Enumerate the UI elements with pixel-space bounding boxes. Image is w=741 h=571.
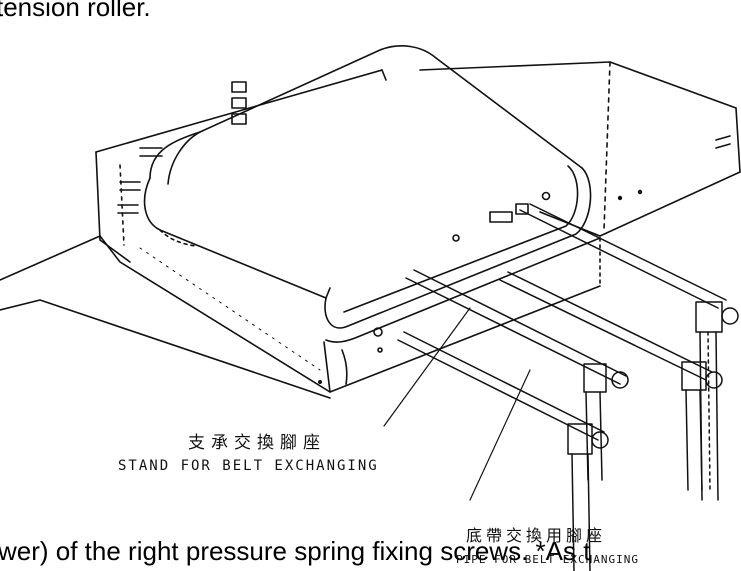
pipe-label-english: PIPE FOR BELT EXCHANGING (456, 553, 639, 566)
left-base-frame (0, 69, 387, 399)
lower-frame (317, 237, 601, 393)
top-text-fragment: tension roller. (0, 0, 151, 22)
stand-label-chinese: 支承交換腳座 (188, 433, 326, 453)
stand-label-english: STAND FOR BELT EXCHANGING (118, 458, 379, 474)
exchange-pipes (397, 203, 727, 441)
bottom-text-fragment: wer) of the right pressure spring fixing… (0, 536, 591, 566)
conveyor-belt (143, 45, 592, 329)
pipe-stands (567, 301, 739, 571)
right-back-frame (419, 61, 741, 237)
leader-lines (383, 307, 531, 501)
pipe-label-chinese: 底帶交換用腳座 (466, 526, 607, 545)
